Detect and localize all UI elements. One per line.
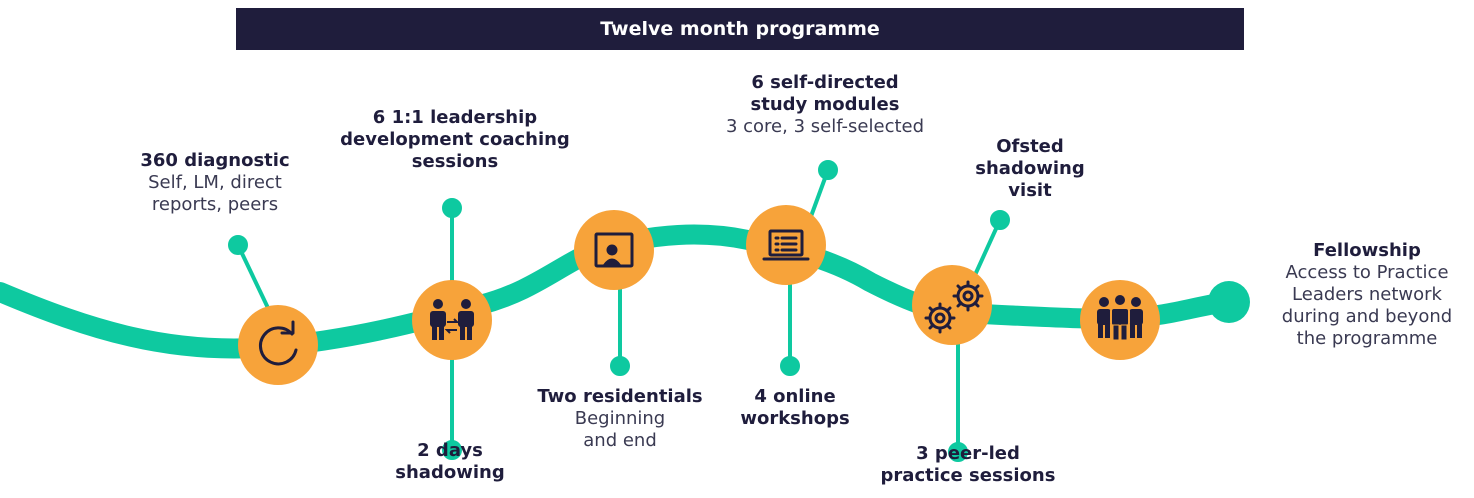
label-fellowship-line1: Access to Practice [1285, 262, 1449, 283]
label-peer-led: 3 peer-led practice sessions [858, 443, 1078, 487]
label-fellowship: Fellowship Access to Practice Leaders ne… [1264, 240, 1470, 350]
label-coaching-line3: sessions [411, 151, 499, 172]
label-coaching-line2: development coaching [340, 129, 570, 150]
label-residentials-line1: Beginning [574, 408, 666, 429]
label-coaching-line1: 6 1:1 leadership [372, 107, 538, 128]
label-shadowing-line1: 2 days [417, 440, 483, 461]
label-residentials: Two residentials Beginning and end [520, 386, 720, 452]
label-fellowship-line2: Leaders network [1292, 284, 1442, 305]
label-peer-line2: practice sessions [880, 465, 1056, 486]
connector-dot-coaching [442, 198, 462, 218]
connector-dot-workshops [780, 356, 800, 376]
connector-dot-360 [228, 235, 248, 255]
label-shadowing: 2 days shadowing [380, 440, 520, 484]
label-workshops-line2: workshops [740, 408, 850, 429]
label-fellowship-line4: the programme [1296, 328, 1438, 349]
laptop-list-icon [762, 229, 810, 261]
connector-360 [236, 244, 270, 309]
refresh-icon [259, 320, 298, 366]
presenter-icon [594, 232, 634, 268]
label-modules-line1: 6 self-directed [751, 72, 899, 93]
connector-dot-ofsted [990, 210, 1010, 230]
label-coaching: 6 1:1 leadership development coaching se… [320, 107, 590, 173]
label-modules: 6 self-directed study modules 3 core, 3 … [690, 72, 960, 138]
label-ofsted-line2: shadowing [975, 158, 1085, 179]
label-modules-line2: study modules [750, 94, 900, 115]
label-360-title: 360 diagnostic [140, 150, 290, 171]
label-modules-line3: 3 core, 3 self-selected [725, 116, 925, 137]
label-workshops: 4 online workshops [730, 386, 860, 430]
node-gears [912, 265, 992, 345]
track-end-dot [1208, 281, 1250, 323]
label-peer-line1: 3 peer-led [916, 443, 1020, 464]
programme-banner: Twelve month programme [236, 8, 1244, 50]
connector-dot-shadowing [442, 440, 462, 460]
connector-dot-modules [818, 160, 838, 180]
label-residentials-title: Two residentials [537, 386, 703, 407]
node-coaching [412, 280, 492, 360]
label-360-diagnostic: 360 diagnostic Self, LM, direct reports,… [110, 150, 320, 216]
label-ofsted: Ofsted shadowing visit [970, 136, 1090, 202]
label-360-line2: reports, peers [151, 194, 279, 215]
node-360 [238, 305, 318, 385]
swap-people-icon [430, 299, 474, 340]
label-residentials-line2: and end [583, 430, 657, 451]
label-fellowship-title: Fellowship [1313, 240, 1421, 261]
label-workshops-line1: 4 online [754, 386, 836, 407]
banner-title: Twelve month programme [600, 18, 880, 40]
connector-ofsted [973, 219, 1002, 276]
connector-dot-residentials [610, 356, 630, 376]
gears-icon [924, 280, 984, 334]
connector-dot-peer [948, 442, 968, 462]
label-360-line1: Self, LM, direct [148, 172, 282, 193]
label-ofsted-line1: Ofsted [996, 136, 1064, 157]
group-icon [1097, 293, 1143, 341]
label-fellowship-line3: during and beyond [1281, 306, 1453, 327]
label-shadowing-line2: shadowing [395, 462, 505, 483]
label-ofsted-line3: visit [1008, 180, 1052, 201]
